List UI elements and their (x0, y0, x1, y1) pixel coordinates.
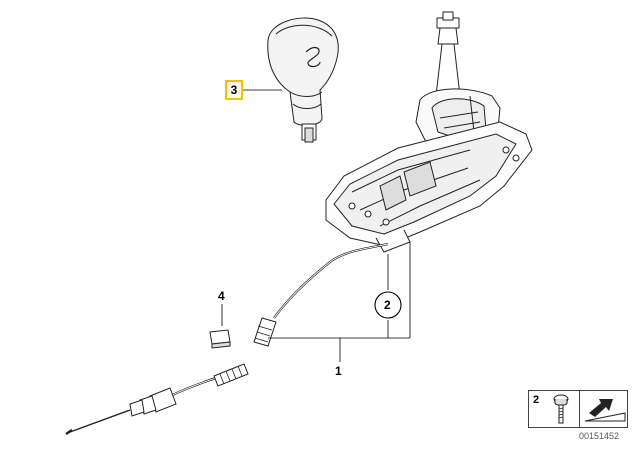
diagram-id: 00151452 (579, 431, 620, 441)
clip-part[interactable] (209, 329, 231, 349)
arrow-icon (584, 399, 626, 422)
bolt-icon (553, 394, 569, 424)
callout-1-label[interactable]: 1 (335, 364, 342, 378)
legend-divider (579, 391, 580, 427)
gear-knob-part[interactable] (267, 17, 339, 143)
callout-3-label: 3 (230, 83, 238, 97)
gear-shift-assembly[interactable] (325, 11, 533, 253)
shift-cable-part[interactable] (65, 242, 389, 436)
legend-box: 2 (528, 390, 628, 428)
callout-2-circle[interactable]: 2 (374, 291, 402, 319)
callout-2-label: 2 (384, 298, 391, 312)
callout-4-label[interactable]: 4 (218, 289, 225, 303)
legend-item-number: 2 (533, 394, 540, 406)
callout-3-highlighted[interactable]: 3 (225, 80, 243, 100)
leader-lines (221, 89, 411, 362)
